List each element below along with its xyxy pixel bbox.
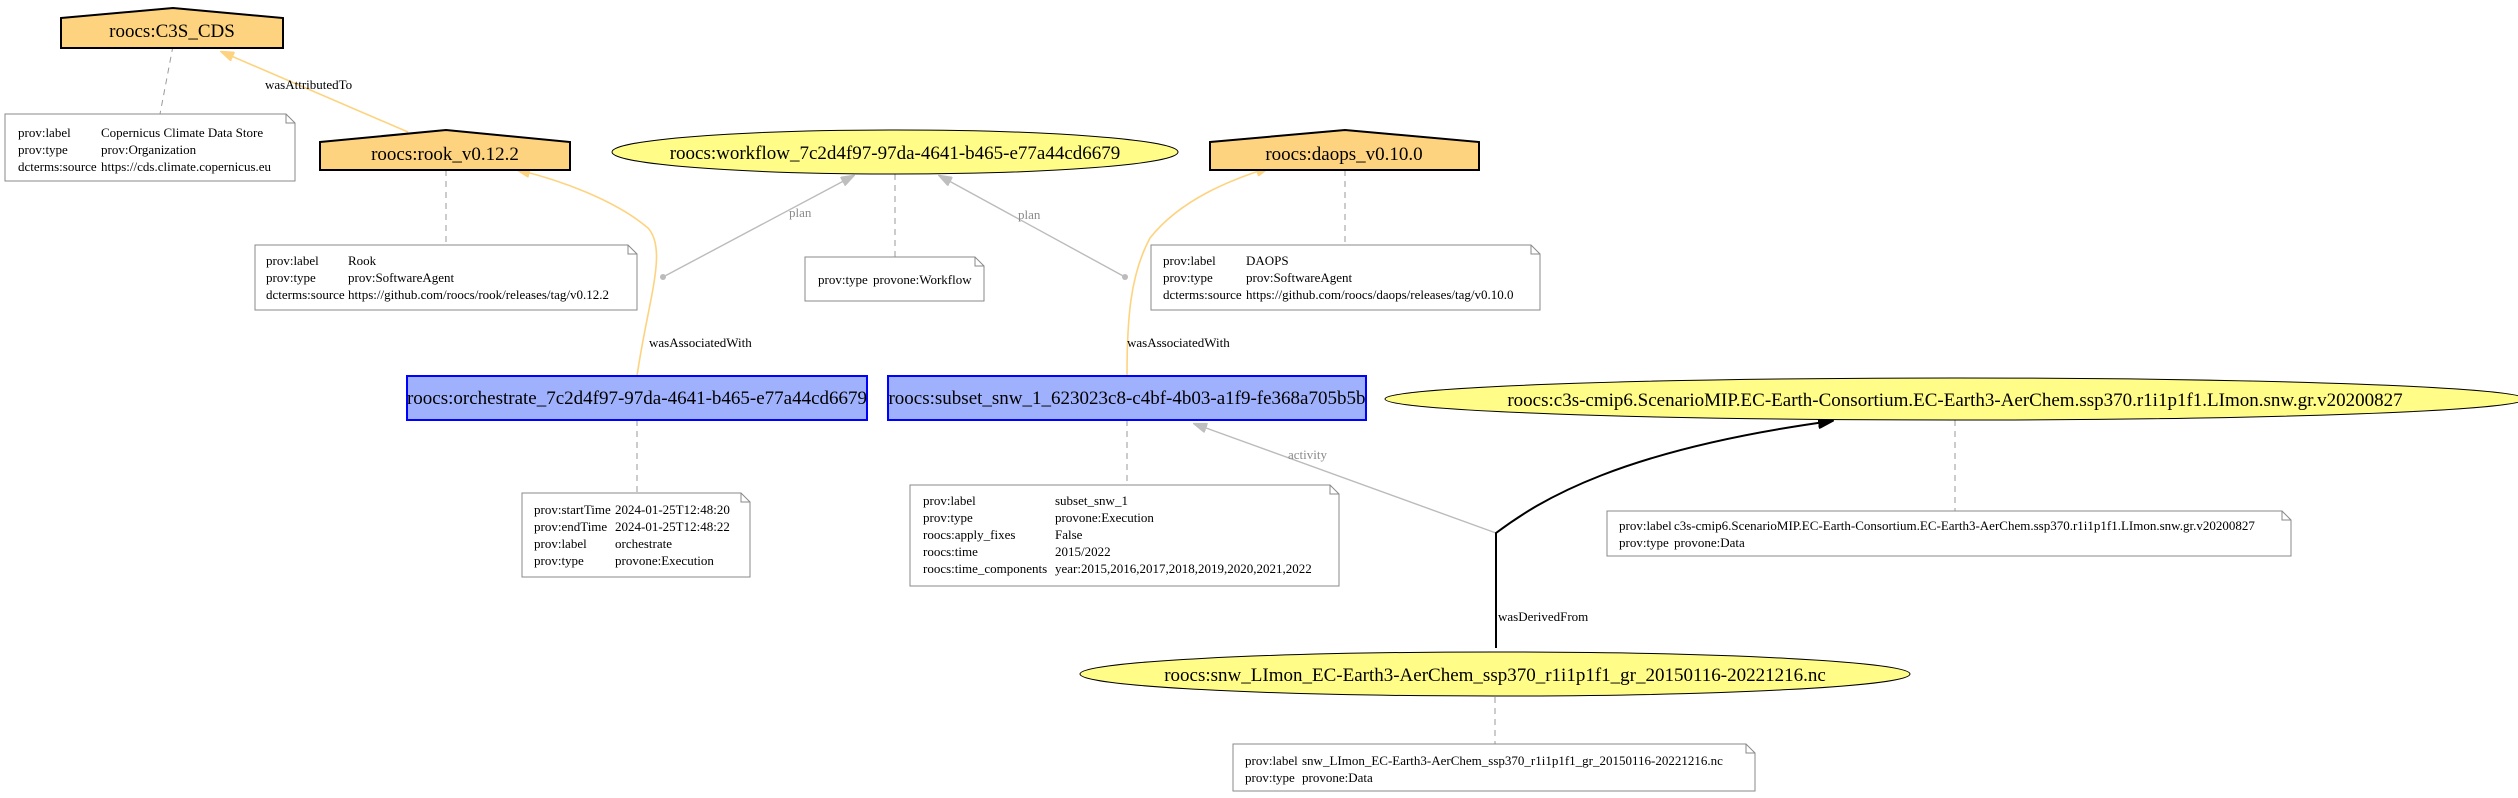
note-key: prov:type xyxy=(923,510,973,525)
note-key: prov:endTime xyxy=(534,519,607,534)
note-key: prov:label xyxy=(266,253,319,268)
entity-node-dataset[interactable]: roocs:c3s-cmip6.ScenarioMIP.EC-Earth-Con… xyxy=(1384,377,2518,421)
agent-node-rook[interactable]: roocs:rook_v0.12.2 xyxy=(319,128,571,171)
note-value: https://cds.climate.copernicus.eu xyxy=(101,159,272,174)
note-text-daops: prov:label DAOPS prov:type prov:Software… xyxy=(1163,253,1514,302)
note-key: prov:type xyxy=(1619,535,1669,550)
note-key: prov:type xyxy=(534,553,584,568)
note-value: provone:Execution xyxy=(615,553,714,568)
note-value: False xyxy=(1055,527,1083,542)
activity-label-orchestrate: roocs:orchestrate_7c2d4f97-97da-4641-b46… xyxy=(407,388,867,409)
note-workflow xyxy=(804,256,985,302)
activity-label-subset: roocs:subset_snw_1_623023c8-c4bf-4b03-a1… xyxy=(888,388,1365,409)
edge-label-attributed: wasAttributedTo xyxy=(265,77,352,92)
note-value: provone:Workflow xyxy=(873,272,972,287)
note-dataset xyxy=(1606,510,2292,557)
note-value: orchestrate xyxy=(615,536,672,551)
note-key: roocs:apply_fixes xyxy=(923,527,1015,542)
note-value: Rook xyxy=(348,253,377,268)
entity-label-dataset: roocs:c3s-cmip6.ScenarioMIP.EC-Earth-Con… xyxy=(1507,390,2402,411)
note-text-subset: prov:label subset_snw_1 prov:type provon… xyxy=(923,493,1312,576)
note-value: c3s-cmip6.ScenarioMIP.EC-Earth-Consortiu… xyxy=(1674,518,2255,533)
note-key: roocs:time xyxy=(923,544,978,559)
note-value: snw_LImon_EC-Earth3-AerChem_ssp370_r1i1p… xyxy=(1302,753,1723,768)
edge-plan-right xyxy=(940,176,1128,280)
note-text-workflow: prov:type provone:Workflow xyxy=(818,272,972,287)
activity-node-subset[interactable]: roocs:subset_snw_1_623023c8-c4bf-4b03-a1… xyxy=(887,375,1367,421)
note-file xyxy=(1232,743,1756,792)
edge-subset-wasAssociatedWith xyxy=(1126,168,1268,377)
note-c3s-cds xyxy=(4,113,296,182)
note-key: roocs:time_components xyxy=(923,561,1047,576)
note-value: provone:Data xyxy=(1302,770,1373,785)
note-value: provone:Data xyxy=(1674,535,1745,550)
note-value: prov:SoftwareAgent xyxy=(348,270,455,285)
note-key: prov:type xyxy=(18,142,68,157)
note-value: year:2015,2016,2017,2018,2019,2020,2021,… xyxy=(1055,561,1312,576)
note-value: 2024-01-25T12:48:22 xyxy=(615,519,730,534)
note-value: prov:Organization xyxy=(101,142,197,157)
entity-node-file[interactable]: roocs:snw_LImon_EC-Earth3-AerChem_ssp370… xyxy=(1079,651,1911,697)
note-key: prov:label xyxy=(1163,253,1216,268)
entity-node-workflow[interactable]: roocs:workflow_7c2d4f97-97da-4641-b465-e… xyxy=(611,129,1179,175)
note-key: dcterms:source xyxy=(1163,287,1242,302)
note-subset xyxy=(909,484,1340,587)
entity-label-file: roocs:snw_LImon_EC-Earth3-AerChem_ssp370… xyxy=(1164,665,1826,686)
note-value: https://github.com/roocs/daops/releases/… xyxy=(1246,287,1514,302)
note-key: prov:label xyxy=(534,536,587,551)
edge-wasDerivedFrom xyxy=(1495,421,1832,648)
note-key: dcterms:source xyxy=(266,287,345,302)
note-text-rook: prov:label Rook prov:type prov:SoftwareA… xyxy=(266,253,609,302)
activity-node-orchestrate[interactable]: roocs:orchestrate_7c2d4f97-97da-4641-b46… xyxy=(406,375,868,421)
note-key: prov:type xyxy=(1163,270,1213,285)
note-key: prov:type xyxy=(818,272,868,287)
note-text-file: prov:label snw_LImon_EC-Earth3-AerChem_s… xyxy=(1245,753,1723,785)
edge-label-assoc-right: wasAssociatedWith xyxy=(1127,335,1230,350)
note-key: prov:type xyxy=(1245,770,1295,785)
note-key: prov:startTime xyxy=(534,502,611,517)
agent-node-daops[interactable]: roocs:daops_v0.10.0 xyxy=(1209,128,1480,171)
edge-wasAttributedTo xyxy=(222,52,409,133)
note-connectors xyxy=(159,45,1956,744)
note-value: prov:SoftwareAgent xyxy=(1246,270,1353,285)
note-key: prov:label xyxy=(18,125,71,140)
entity-label-workflow: roocs:workflow_7c2d4f97-97da-4641-b465-e… xyxy=(670,143,1121,164)
agent-label-daops: roocs:daops_v0.10.0 xyxy=(1265,144,1422,165)
agent-node-c3s-cds[interactable]: roocs:C3S_CDS xyxy=(60,6,284,49)
note-value: DAOPS xyxy=(1246,253,1289,268)
note-value: https://github.com/roocs/rook/releases/t… xyxy=(348,287,609,302)
note-orchestrate xyxy=(521,492,751,578)
edge-label-plan-left: plan xyxy=(789,205,812,220)
note-key: prov:label xyxy=(1245,753,1298,768)
note-value: provone:Execution xyxy=(1055,510,1154,525)
note-text-c3s-cds: prov:label Copernicus Climate Data Store… xyxy=(18,125,272,174)
edge-orchestrate-wasAssociatedWith xyxy=(518,170,658,377)
note-key: prov:type xyxy=(266,270,316,285)
edge-label-derived: wasDerivedFrom xyxy=(1498,609,1588,624)
edge-plan-left xyxy=(660,176,853,280)
note-text-orchestrate: prov:startTime 2024-01-25T12:48:20 prov:… xyxy=(534,502,730,568)
note-key: dcterms:source xyxy=(18,159,97,174)
edge-label-plan-right: plan xyxy=(1018,207,1041,222)
note-key: prov:label xyxy=(1619,518,1672,533)
agent-label-rook: roocs:rook_v0.12.2 xyxy=(371,144,519,165)
edge-activity xyxy=(1195,424,1497,534)
note-value: 2024-01-25T12:48:20 xyxy=(615,502,730,517)
note-text-dataset: prov:label c3s-cmip6.ScenarioMIP.EC-Eart… xyxy=(1619,518,2255,550)
edge-label-activity: activity xyxy=(1288,447,1327,462)
note-daops xyxy=(1150,244,1541,311)
note-rook xyxy=(254,244,638,311)
agent-label-c3s-cds: roocs:C3S_CDS xyxy=(109,21,235,42)
note-value: subset_snw_1 xyxy=(1055,493,1128,508)
note-value: 2015/2022 xyxy=(1055,544,1111,559)
note-key: prov:label xyxy=(923,493,976,508)
note-value: Copernicus Climate Data Store xyxy=(101,125,263,140)
edge-label-assoc-left: wasAssociatedWith xyxy=(649,335,752,350)
